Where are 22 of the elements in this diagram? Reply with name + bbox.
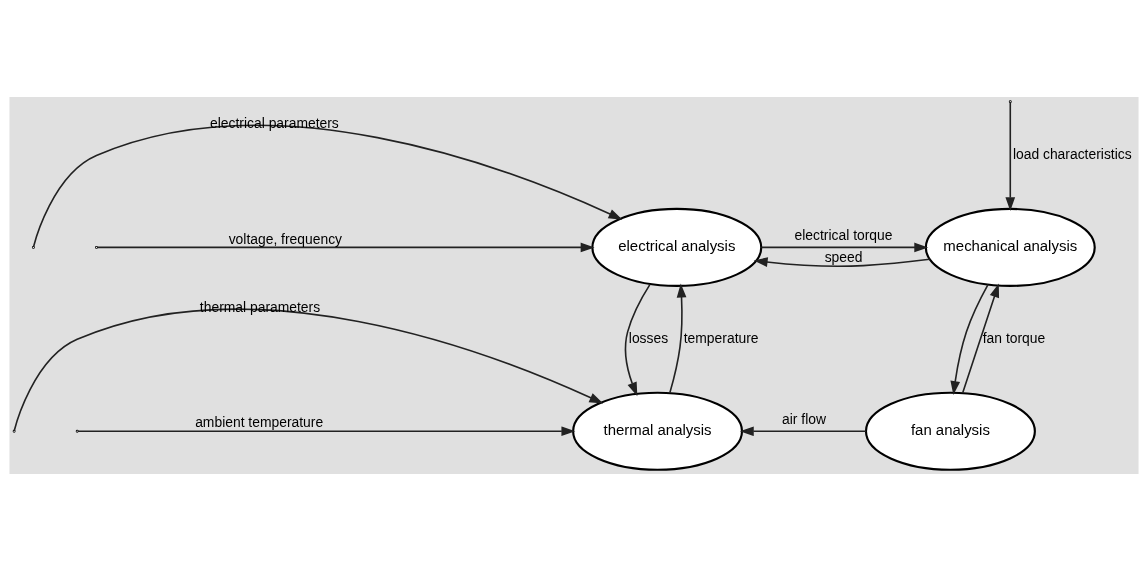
node-ellipse: mechanical analysis: [924, 207, 1096, 287]
arrow: [961, 283, 1000, 394]
edge-label: load characteristics: [1012, 146, 1132, 163]
edge-label: ambient temperature: [195, 414, 324, 431]
arrow: [950, 283, 989, 395]
edge-label: temperature: [683, 329, 759, 346]
arrow: [760, 242, 929, 253]
arrow: [96, 242, 595, 253]
node-ellipse: fan analysis: [864, 391, 1036, 471]
arrow: [624, 283, 651, 397]
arrow: [76, 426, 576, 437]
edge-label: air flow: [782, 411, 826, 428]
edge-label: losses: [628, 329, 669, 346]
arrow: [32, 125, 623, 248]
edge-label: fan torque: [982, 329, 1046, 346]
arrow: [669, 283, 687, 394]
arrow: [1005, 101, 1016, 212]
arrow: [753, 257, 931, 268]
edge-label: speed: [824, 248, 863, 265]
arrow: [739, 426, 867, 437]
edge-label: electrical torque: [794, 227, 893, 244]
edge-label: voltage, frequency: [228, 230, 343, 247]
